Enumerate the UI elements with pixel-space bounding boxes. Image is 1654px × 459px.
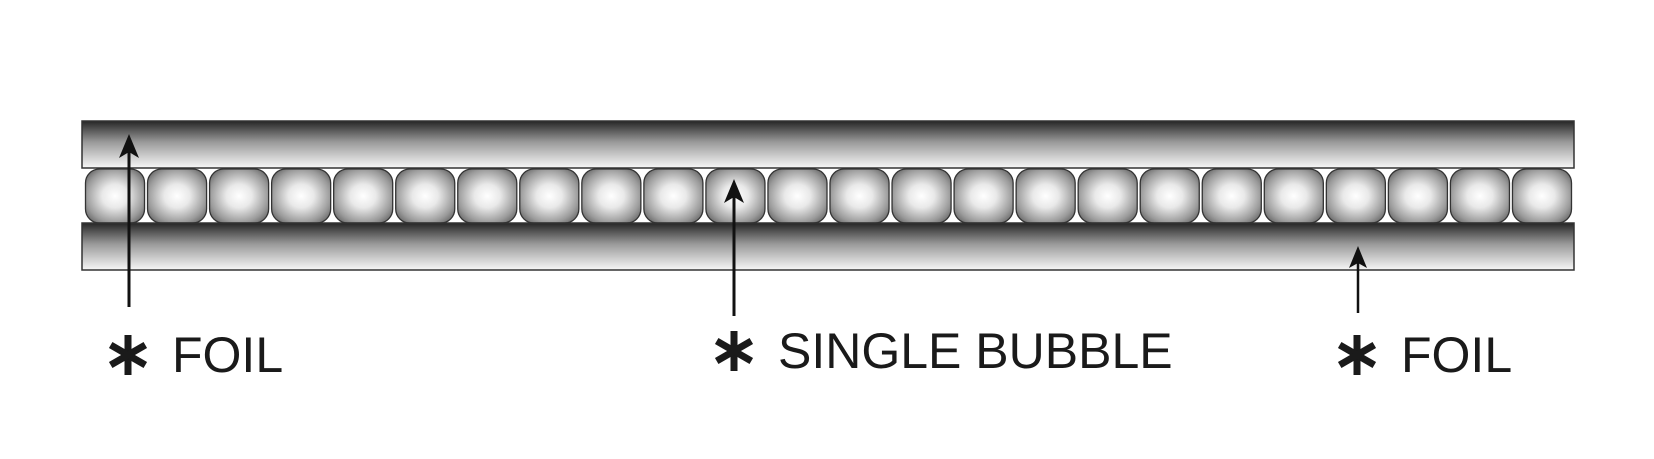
bubble-cell (208, 168, 270, 224)
foil-bottom-label: FOIL (1401, 327, 1513, 383)
foil-top-label: FOIL (172, 327, 284, 383)
asterisk-icon (108, 335, 148, 375)
callout-foil-top: FOIL (106, 330, 283, 380)
bubble-cell (581, 168, 642, 224)
bubble-cell (767, 168, 828, 224)
bubble-cell (829, 168, 890, 224)
bubble-cell (519, 168, 580, 224)
foil-layer-top (81, 120, 1575, 169)
bubble-cell (1077, 168, 1138, 224)
bubble-cell (891, 168, 952, 224)
bubble-cell (1015, 168, 1076, 224)
arrow-up-icon (1349, 246, 1367, 313)
bubble-cell (395, 168, 456, 224)
bubble-cell (84, 168, 146, 224)
bubble-cell (1387, 168, 1449, 224)
callout-foil-bottom: FOIL (1335, 330, 1512, 380)
bubble-cell (643, 168, 704, 224)
arrow-up-icon (119, 134, 139, 307)
bubble-cell (1511, 168, 1573, 224)
bubble-cell (1449, 168, 1511, 224)
bubble-cell (270, 168, 332, 224)
foil-layer-bottom (81, 222, 1575, 271)
callout-single-bubble: SINGLE BUBBLE (712, 326, 1173, 376)
bubble-cell (1263, 168, 1324, 224)
bubble-cell (1325, 168, 1387, 224)
bubble-cell (1201, 168, 1262, 224)
bubble-cell (1139, 168, 1200, 224)
bubble-layer (84, 168, 1573, 224)
bubble-cell (953, 168, 1014, 224)
bubble-cell (146, 168, 208, 224)
bubble-cell (457, 168, 518, 224)
asterisk-icon (1337, 335, 1377, 375)
arrow-up-icon (724, 179, 744, 316)
bubble-cell (333, 168, 394, 224)
single-bubble-label: SINGLE BUBBLE (778, 323, 1173, 379)
asterisk-icon (714, 331, 754, 371)
